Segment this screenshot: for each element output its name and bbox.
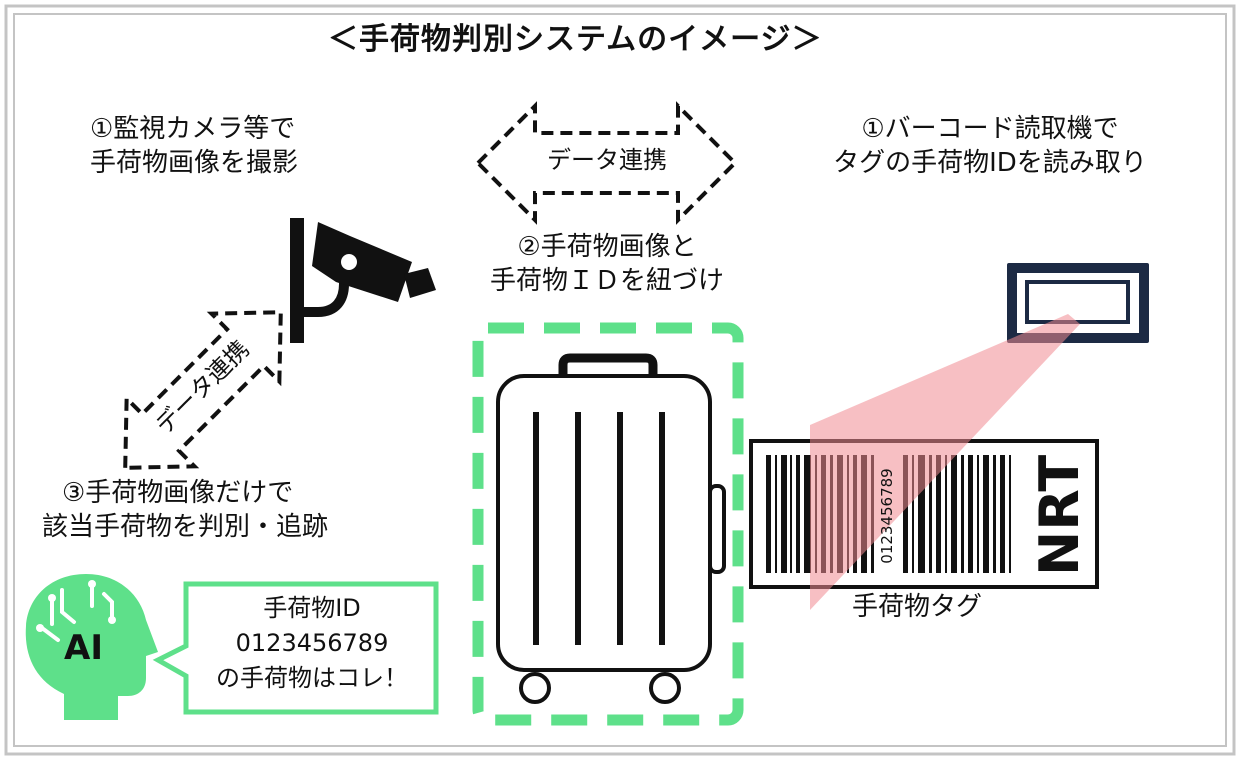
step-link-line-2: 手荷物ＩＤを紐づけ xyxy=(489,266,724,297)
speech-line-1: 手荷物ID xyxy=(263,594,361,622)
data-link-arrow-diagonal xyxy=(123,310,283,470)
barcode-scanner-icon xyxy=(1007,263,1149,343)
step-barcode-line-1: ①バーコード読取機で xyxy=(861,114,1119,144)
tag-number: 0123456789 xyxy=(878,468,896,564)
step-barcode-line-2: タグの手荷物IDを読み取り xyxy=(833,148,1147,179)
step-link-line-1: ②手荷物画像と xyxy=(517,232,697,262)
ai-head-icon xyxy=(25,574,159,720)
step-camera-line-1: ①監視カメラ等で xyxy=(90,114,296,144)
step-identify-line-2: 該当手荷物を判別・追跡 xyxy=(42,512,329,543)
suitcase-icon xyxy=(496,353,726,704)
speech-bubble-text: 手荷物ID 0123456789 の手荷物はコレ！ xyxy=(190,591,434,695)
ai-badge: AI xyxy=(64,628,103,668)
data-link-arrow-top xyxy=(475,101,738,225)
step-identify-caption: ③手荷物画像だけで 該当手荷物を判別・追跡 xyxy=(42,476,372,545)
page-title: ＜手荷物判別システムのイメージ＞ xyxy=(328,22,823,57)
data-link-label-top: データ連携 xyxy=(547,146,667,174)
speech-bubble xyxy=(152,581,439,715)
tag-caption: 手荷物タグ xyxy=(852,592,983,622)
outer-frame xyxy=(4,4,1236,756)
step-identify-line-1: ③手荷物画像だけで xyxy=(62,478,294,508)
speech-line-2: 0123456789 xyxy=(235,628,389,657)
inner-frame xyxy=(13,13,1227,747)
step-barcode-caption: ①バーコード読取機で タグの手荷物IDを読み取り xyxy=(810,112,1170,181)
step-camera-line-2: 手荷物画像を撮影 xyxy=(90,148,299,179)
step-camera-caption: ①監視カメラ等で 手荷物画像を撮影 xyxy=(90,112,360,181)
tag-airport-code: NRT xyxy=(1028,454,1091,576)
match-highlight-box xyxy=(472,322,744,726)
security-camera-icon xyxy=(290,218,436,343)
step-link-caption: ②手荷物画像と 手荷物ＩＤを紐づけ xyxy=(464,230,750,299)
scanner-beam xyxy=(810,314,1080,610)
speech-line-3: の手荷物はコレ！ xyxy=(216,663,408,692)
